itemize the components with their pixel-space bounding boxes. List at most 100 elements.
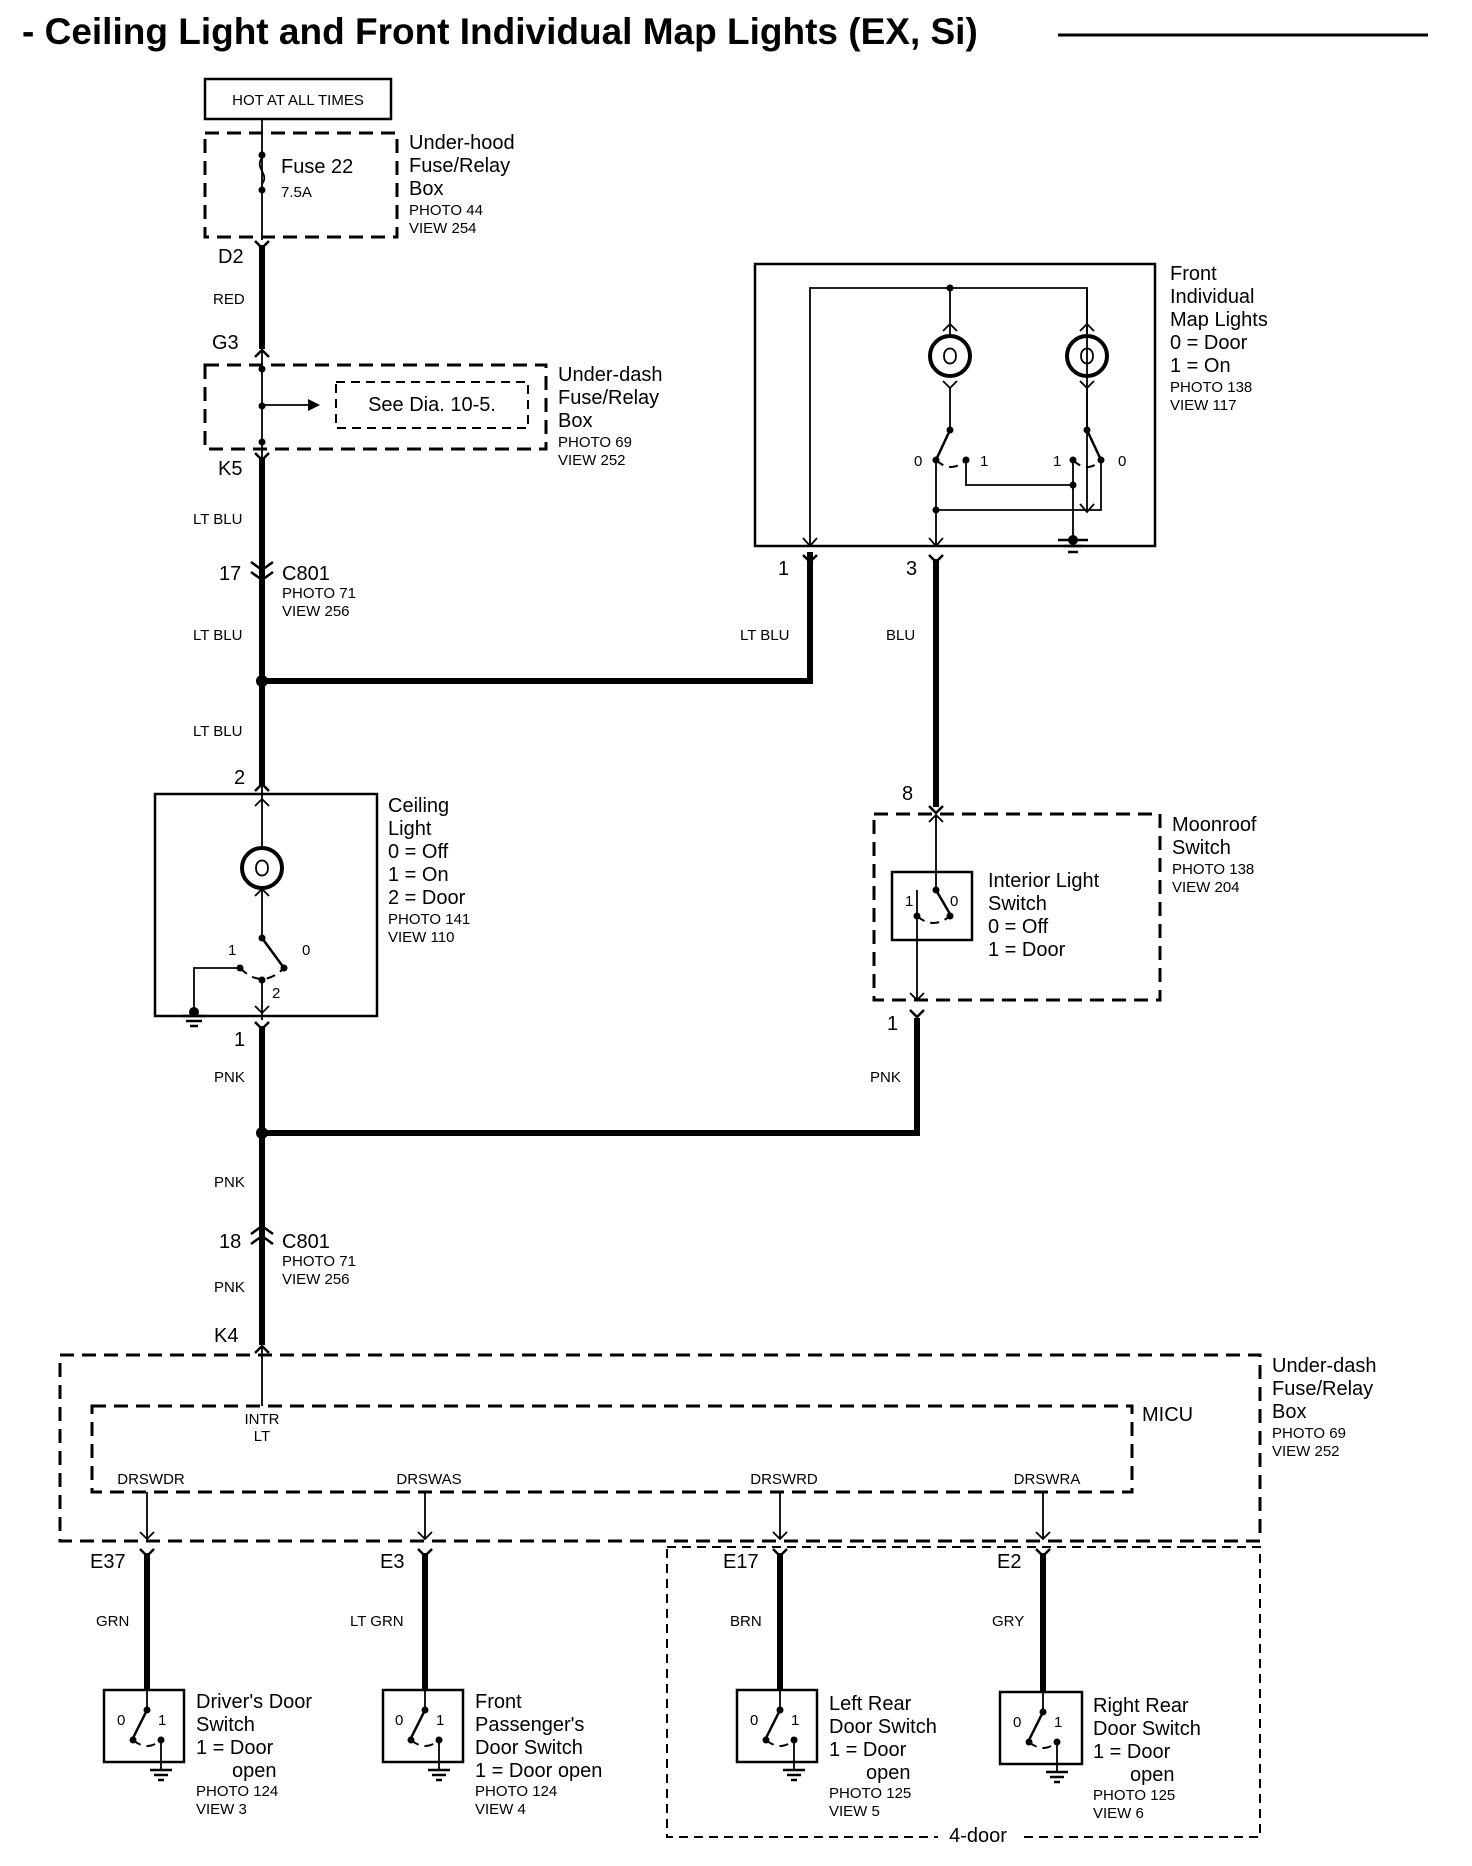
map-pos1: 1 = On: [1170, 355, 1231, 377]
wire-lt-blu-map: [259, 552, 813, 684]
ceiling-pin-1: 1: [234, 1029, 245, 1051]
page-title: - Ceiling Light and Front Individual Map…: [22, 11, 978, 52]
underdash2-label-2: Fuse/Relay: [1272, 1378, 1373, 1400]
drivers-door-switch: [102, 1688, 186, 1782]
underhood-photo: PHOTO 44: [409, 202, 483, 219]
moonroof-view: VIEW 204: [1172, 879, 1240, 896]
ra-label-2: Door Switch: [1093, 1718, 1201, 1740]
wire-label-pnk-3: PNK: [214, 1174, 245, 1191]
ra-photo: PHOTO 125: [1093, 1787, 1175, 1804]
door-circuits: [139, 1492, 1051, 1693]
pin-e2: E2: [997, 1551, 1021, 1573]
pin-e37: E37: [90, 1551, 126, 1573]
fuse-name: Fuse 22: [281, 156, 353, 178]
underdash1-photo: PHOTO 69: [558, 434, 632, 451]
dr-pos0: 0: [117, 1712, 125, 1729]
c801-label-bottom: C801: [282, 1231, 330, 1253]
ceiling-light-box: [153, 792, 379, 1018]
fuse-22-symbol: [258, 157, 266, 185]
underdash1-view: VIEW 252: [558, 452, 626, 469]
as-photo: PHOTO 124: [475, 1783, 557, 1800]
as-label-2: Passenger's: [475, 1714, 584, 1736]
fuse-rating: 7.5A: [281, 184, 312, 201]
interior-pos1: 1: [905, 893, 913, 910]
wire-label-lt-blu-4: LT BLU: [193, 723, 242, 740]
wire-label-blu: BLU: [886, 627, 915, 644]
map-right-pos1: 1: [1053, 453, 1061, 470]
pin-e17: E17: [723, 1551, 759, 1573]
ceiling-photo: PHOTO 141: [388, 911, 470, 928]
underhood-view: VIEW 254: [409, 220, 477, 237]
ceiling-pin-2: 2: [234, 767, 245, 789]
moonroof-pin-1: 1: [887, 1013, 898, 1035]
ceiling-switch: [260, 937, 286, 969]
wire-label-brn: BRN: [730, 1613, 762, 1630]
wire-label-pnk-1: PNK: [214, 1069, 245, 1086]
as-pos-text-1: 1 = Door open: [475, 1760, 602, 1782]
terminal-drswra: DRSWRA: [1014, 1471, 1081, 1488]
interior-label-2: Switch: [988, 893, 1047, 915]
interior-label-1: Interior Light: [988, 870, 1100, 892]
moonroof-label-2: Switch: [1172, 837, 1231, 859]
rd-label-2: Door Switch: [829, 1716, 937, 1738]
ra-pos0: 0: [1013, 1714, 1021, 1731]
connector-c801-18: [250, 1234, 274, 1246]
ceiling-light-bulb: [240, 846, 284, 890]
hot-label-box: [203, 77, 393, 121]
as-pos0: 0: [395, 1712, 403, 1729]
pin-k5: K5: [218, 458, 242, 480]
ceiling-view: VIEW 110: [388, 929, 454, 946]
map-switch-left: [934, 429, 952, 461]
as-label-1: Front: [475, 1691, 522, 1713]
map-pin-1: 1: [778, 558, 789, 580]
ceiling-text-pos2: 2 = Door: [388, 887, 466, 909]
left-rear-door-switch: [735, 1688, 819, 1782]
as-view: VIEW 4: [475, 1801, 526, 1818]
interior-text-pos0: 0 = Off: [988, 916, 1049, 938]
underhood-label-2: Fuse/Relay: [409, 155, 510, 177]
terminal-drswas: DRSWAS: [396, 1471, 461, 1488]
dr-label-1: Driver's Door: [196, 1691, 312, 1713]
wire-label-lt-blu-2: LT BLU: [193, 627, 242, 644]
dr-pos-text-2: open: [232, 1760, 277, 1782]
rd-pos0: 0: [750, 1712, 758, 1729]
right-rear-door-switch: [998, 1690, 1084, 1784]
underhood-fuse-box: [203, 131, 399, 239]
map-pos0: 0 = Door: [1170, 332, 1248, 354]
rd-view: VIEW 5: [829, 1803, 880, 1820]
ceiling-pos0: 0: [302, 942, 310, 959]
dr-pos-text-1: 1 = Door: [196, 1737, 274, 1759]
ceiling-label-1: Ceiling: [388, 795, 449, 817]
wire-label-gry: GRY: [992, 1613, 1024, 1630]
see-dia-ref[interactable]: See Dia. 10-5.: [368, 394, 496, 416]
map-lights-box: [753, 262, 1157, 548]
ra-pos-text-2: open: [1130, 1764, 1175, 1786]
wire-label-pnk-2: PNK: [870, 1069, 901, 1086]
ceiling-pos1: 1: [228, 942, 236, 959]
connector-c801-17: [250, 570, 274, 582]
map-pin-3: 3: [906, 558, 917, 580]
map-photo: PHOTO 138: [1170, 379, 1252, 396]
underdash2-label-1: Under-dash: [1272, 1355, 1377, 1377]
underdash-fuse-box-top: [203, 363, 548, 451]
wire-label-lt-grn: LT GRN: [350, 1613, 404, 1630]
dr-label-2: Switch: [196, 1714, 255, 1736]
terminal-drswdr: DRSWDR: [117, 1471, 185, 1488]
c801-label-top: C801: [282, 563, 330, 585]
micu-label: MICU: [1142, 1404, 1193, 1426]
hot-label: HOT AT ALL TIMES: [232, 92, 364, 109]
pin-e3: E3: [380, 1551, 404, 1573]
ra-label-1: Right Rear: [1093, 1695, 1189, 1717]
moonroof-pin-8: 8: [902, 783, 913, 805]
moonroof-switch-box: [872, 812, 1162, 1002]
as-pos1: 1: [436, 1712, 444, 1729]
map-label-3: Map Lights: [1170, 309, 1268, 331]
pin-d2: D2: [218, 246, 244, 268]
four-door-label: 4-door: [949, 1825, 1007, 1847]
ra-pos1: 1: [1054, 1714, 1062, 1731]
map-label-2: Individual: [1170, 286, 1255, 308]
ra-view: VIEW 6: [1093, 1805, 1144, 1822]
underdash2-photo: PHOTO 69: [1272, 1425, 1346, 1442]
see-dia-box: [335, 381, 529, 429]
